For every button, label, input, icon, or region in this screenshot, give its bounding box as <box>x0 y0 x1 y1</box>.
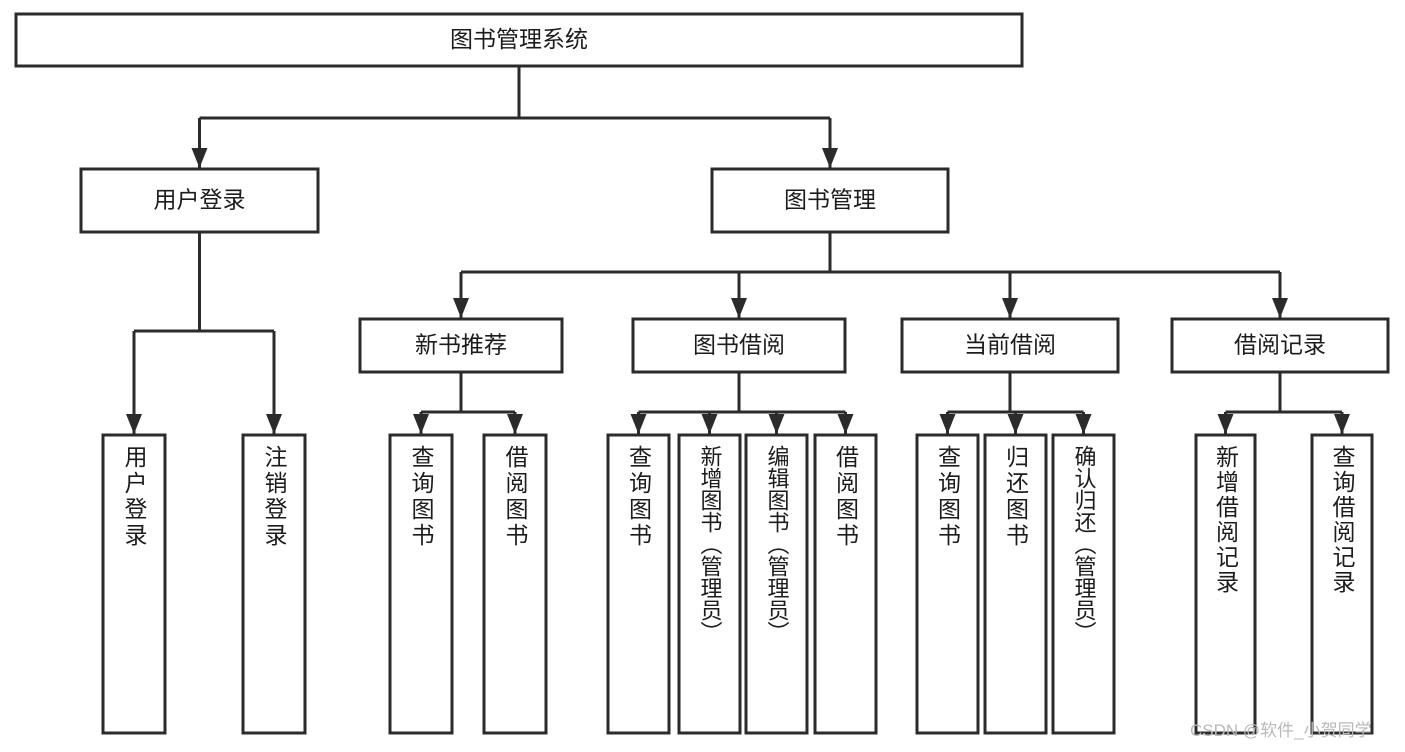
arrow-head-icon-new-book-recommend <box>453 298 469 318</box>
arrow-head-icon-leaf-add-book <box>701 414 718 434</box>
node-box-leaf-user-login[interactable] <box>101 433 167 735</box>
arrow-head-icon-leaf-borrow-book-1 <box>507 414 523 434</box>
node-label-root: 图书管理系统 <box>450 26 588 52</box>
node-box-leaf-add-record[interactable] <box>1194 433 1257 735</box>
node-box-leaf-edit-book[interactable] <box>744 433 809 735</box>
node-box-book-manage[interactable] <box>710 167 950 234</box>
node-label-borrow-record: 借阅记录 <box>1234 332 1326 358</box>
arrow-head-icon-leaf-logout <box>266 414 282 434</box>
node-label-new-book-recommend: 新书推荐 <box>415 332 507 358</box>
node-box-leaf-confirm-return[interactable] <box>1051 433 1116 735</box>
node-label-user-login: 用户登录 <box>154 187 246 213</box>
arrow-head-icon-leaf-add-record <box>1217 414 1234 434</box>
node-box-user-login[interactable] <box>79 167 320 234</box>
node-box-leaf-query-book-2[interactable] <box>606 433 671 735</box>
arrow-head-icon-user-login <box>191 148 208 168</box>
node-label-book-borrow: 图书借阅 <box>693 332 785 358</box>
node-label-book-manage: 图书管理 <box>784 187 876 213</box>
node-box-leaf-borrow-book-2[interactable] <box>813 433 878 735</box>
arrow-head-icon-leaf-confirm-return <box>1075 414 1092 434</box>
node-box-new-book-recommend[interactable] <box>358 317 564 374</box>
node-box-leaf-query-record[interactable] <box>1310 433 1374 735</box>
node-box-leaf-query-book-1[interactable] <box>388 433 454 735</box>
arrow-head-icon-leaf-query-record <box>1334 414 1350 434</box>
boxes-layer <box>14 12 1390 735</box>
connectors-layer <box>126 66 1350 434</box>
arrow-head-icon-leaf-query-book-2 <box>630 414 647 434</box>
arrow-head-icon-leaf-user-login <box>126 414 142 434</box>
node-box-book-borrow[interactable] <box>631 317 847 374</box>
node-box-leaf-return-book[interactable] <box>983 433 1048 735</box>
node-box-root[interactable] <box>14 12 1024 68</box>
node-box-leaf-query-book-3[interactable] <box>915 433 980 735</box>
arrow-head-icon-current-borrow <box>1002 298 1018 318</box>
node-box-borrow-record[interactable] <box>1170 317 1390 374</box>
node-box-leaf-borrow-book-1[interactable] <box>482 433 548 735</box>
node-label-current-borrow: 当前借阅 <box>964 332 1056 358</box>
arrow-head-icon-leaf-query-book-1 <box>413 414 429 434</box>
node-box-leaf-logout[interactable] <box>241 433 307 735</box>
node-box-leaf-add-book[interactable] <box>677 433 742 735</box>
arrow-head-icon-leaf-edit-book <box>768 414 785 434</box>
node-box-current-borrow[interactable] <box>900 317 1120 374</box>
arrow-head-icon-book-manage <box>822 148 838 168</box>
arrow-head-icon-borrow-record <box>1272 298 1288 318</box>
arrow-head-icon-leaf-borrow-book-2 <box>837 414 854 434</box>
arrow-head-icon-leaf-return-book <box>1007 414 1024 434</box>
arrow-head-icon-book-borrow <box>731 298 747 318</box>
arrow-head-icon-leaf-query-book-3 <box>939 414 956 434</box>
